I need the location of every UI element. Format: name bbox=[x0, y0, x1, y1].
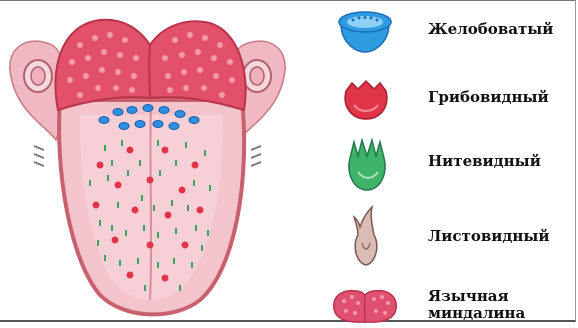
label-tonsil-line1: Язычная bbox=[428, 288, 509, 304]
lingual-tonsil bbox=[55, 20, 245, 110]
label-circumvallate: Желобоватый bbox=[428, 21, 553, 37]
filiform-papilla-icon bbox=[342, 138, 392, 194]
circumvallate-papilla-icon bbox=[335, 8, 395, 54]
label-fungiform: Грибовидный bbox=[428, 89, 549, 105]
label-filiform: Нитевидный bbox=[428, 153, 541, 169]
lingual-tonsil-icon bbox=[330, 285, 400, 325]
fungiform-papilla-icon bbox=[340, 75, 392, 123]
label-foliate: Листовидный bbox=[428, 228, 550, 244]
label-tonsil-line2: миндалина bbox=[428, 305, 525, 321]
foliate-papilla-icon bbox=[348, 205, 384, 269]
tongue-diagram bbox=[0, 0, 330, 328]
